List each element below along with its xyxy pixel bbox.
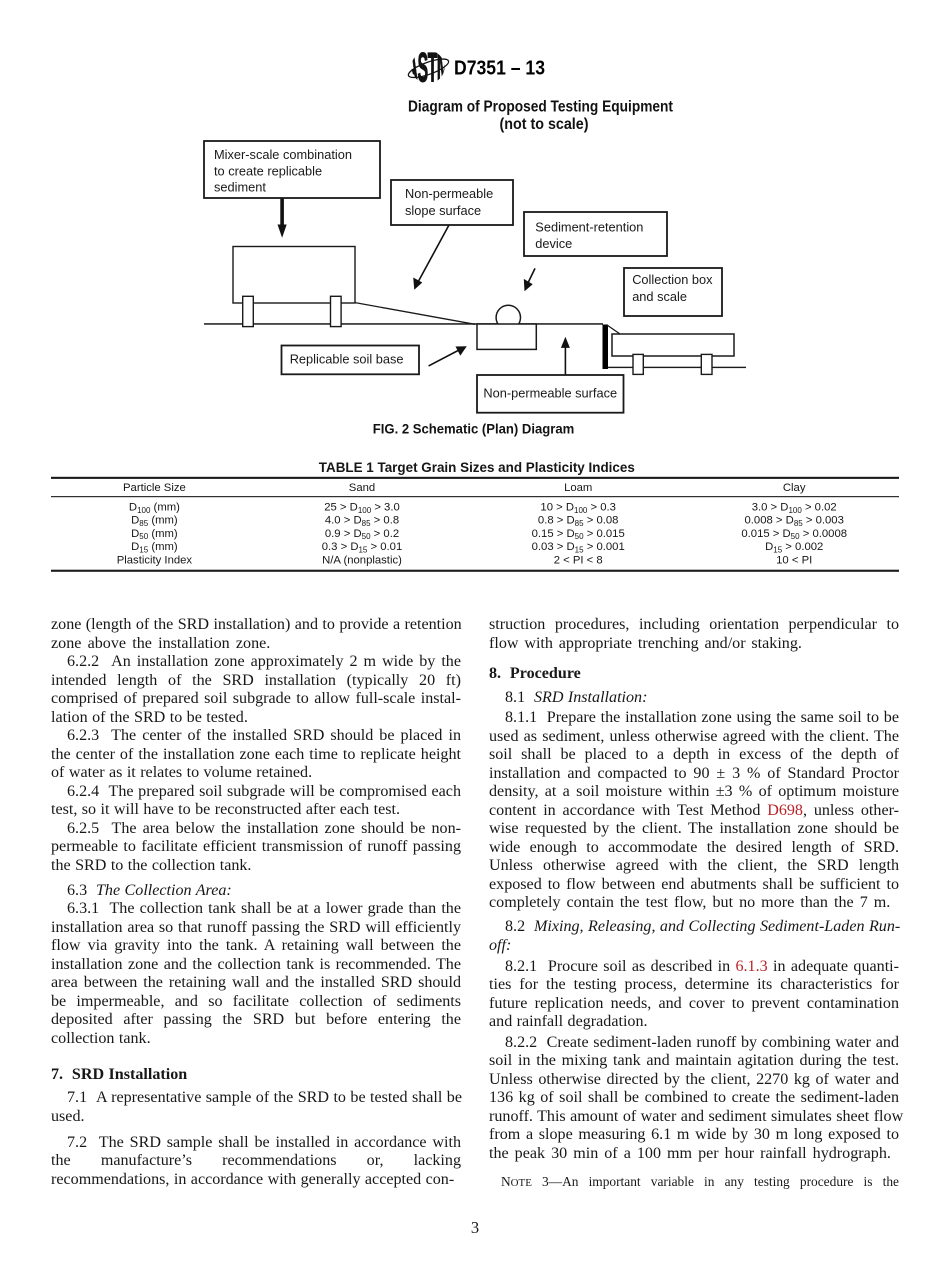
svg-text:Mixer-scale combination: Mixer-scale combination: [214, 147, 352, 162]
svg-text:and scale: and scale: [632, 289, 687, 304]
svg-text:Particle Size: Particle Size: [123, 482, 186, 494]
svg-text:10 > D100 > 0.3: 10 > D100 > 0.3: [540, 502, 616, 515]
svg-text:D85 (mm): D85 (mm): [131, 515, 178, 528]
svg-text:Non-permeable surface: Non-permeable surface: [483, 386, 617, 401]
svg-text:Clay: Clay: [783, 482, 806, 494]
svg-text:ASTM: ASTM: [407, 43, 450, 91]
svg-text:0.3 > D15 > 0.01: 0.3 > D15 > 0.01: [322, 541, 403, 554]
svg-text:D15 > 0.002: D15 > 0.002: [765, 541, 823, 554]
svg-text:D15 (mm): D15 (mm): [131, 541, 178, 554]
svg-text:slope surface: slope surface: [405, 203, 481, 218]
svg-text:D100 (mm): D100 (mm): [129, 502, 180, 515]
svg-text:device: device: [535, 236, 572, 251]
svg-text:0.008 > D85 > 0.003: 0.008 > D85 > 0.003: [745, 515, 844, 528]
svg-text:Diagram of Proposed Testing Eq: Diagram of Proposed Testing Equipment: [408, 99, 673, 116]
svg-text:Loam: Loam: [564, 482, 592, 494]
svg-text:Sediment-retention: Sediment-retention: [535, 219, 643, 234]
svg-text:0.8 > D85 > 0.08: 0.8 > D85 > 0.08: [538, 515, 619, 528]
svg-text:TABLE 1 Target Grain Sizes and: TABLE 1 Target Grain Sizes and Plasticit…: [319, 460, 635, 475]
svg-text:2 < PI < 8: 2 < PI < 8: [554, 555, 603, 567]
svg-text:D50 (mm): D50 (mm): [131, 528, 178, 541]
svg-text:0.015 > D50 > 0.0008: 0.015 > D50 > 0.0008: [741, 528, 847, 541]
svg-text:0.9 > D50 > 0.2: 0.9 > D50 > 0.2: [325, 528, 399, 541]
svg-text:4.0 > D85 > 0.8: 4.0 > D85 > 0.8: [325, 515, 399, 528]
svg-text:3.0 > D100 > 0.02: 3.0 > D100 > 0.02: [752, 502, 837, 515]
svg-text:to create replicable: to create replicable: [214, 163, 322, 178]
svg-text:10 < PI: 10 < PI: [776, 555, 812, 567]
svg-text:FIG. 2 Schematic (Plan) Diagra: FIG. 2 Schematic (Plan) Diagram: [373, 420, 575, 436]
svg-text:sediment: sediment: [214, 179, 266, 194]
svg-text:Plasticity Index: Plasticity Index: [117, 555, 193, 567]
svg-text:25 > D100 > 3.0: 25 > D100 > 3.0: [324, 502, 400, 515]
svg-text:Replicable soil base: Replicable soil base: [290, 352, 404, 367]
svg-text:N/A (nonplastic): N/A (nonplastic): [322, 555, 402, 567]
svg-text:Non-permeable: Non-permeable: [405, 186, 493, 201]
svg-text:0.03 > D15 > 0.001: 0.03 > D15 > 0.001: [532, 541, 625, 554]
svg-text:(not to scale): (not to scale): [500, 116, 589, 133]
svg-text:0.15 > D50 > 0.015: 0.15 > D50 > 0.015: [532, 528, 625, 541]
svg-text:D7351 – 13: D7351 – 13: [454, 57, 545, 80]
svg-text:Collection box: Collection box: [632, 272, 713, 287]
svg-text:Sand: Sand: [349, 482, 375, 494]
